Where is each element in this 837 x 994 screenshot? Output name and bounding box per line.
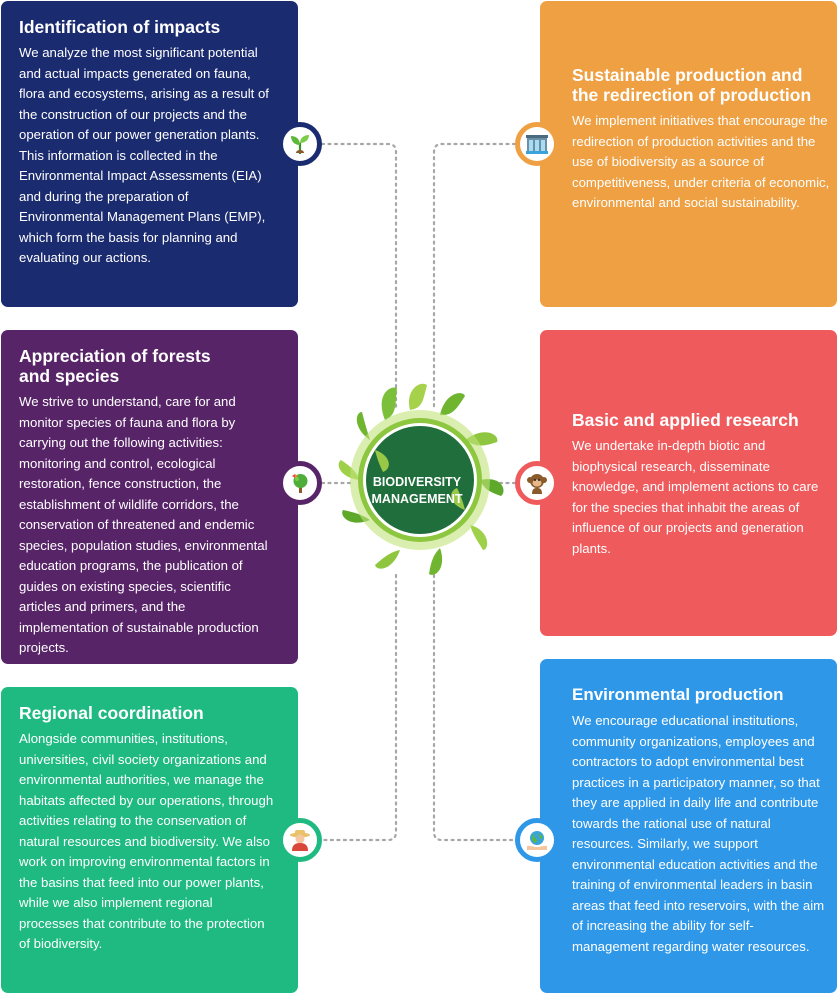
card-regional-coordination: Regional coordination Alongside communit… bbox=[1, 687, 298, 993]
center-label-line-1: BIODIVERSITY bbox=[372, 475, 462, 489]
card-basic-applied-research: Basic and applied research We undertake … bbox=[540, 330, 837, 636]
card-text: Alongside communities, institutions, uni… bbox=[19, 731, 274, 951]
card-text: We encourage educational institutions, c… bbox=[572, 713, 825, 954]
card-title: Basic and applied research bbox=[572, 410, 799, 430]
farmer-icon bbox=[278, 818, 322, 862]
card-text: We undertake in-depth biotic and biophys… bbox=[572, 438, 819, 556]
center-label-line-2: MANAGEMENT bbox=[371, 492, 463, 506]
card-identification-of-impacts: Identification of impacts We analyze the… bbox=[1, 1, 298, 307]
dam-icon bbox=[515, 122, 559, 166]
monkey-icon bbox=[515, 461, 559, 505]
center-label: BIODIVERSITY MANAGEMENT bbox=[362, 436, 472, 546]
card-title-line-2: the redirection of production bbox=[572, 85, 812, 105]
globe-hands-icon bbox=[515, 818, 559, 862]
sprout-icon bbox=[278, 122, 322, 166]
card-text: We strive to understand, care for and mo… bbox=[19, 394, 268, 655]
card-text: We implement initiatives that encourage … bbox=[572, 113, 830, 210]
card-text: We analyze the most significant potentia… bbox=[19, 45, 269, 265]
card-environmental-production: Environmental production We encourage ed… bbox=[540, 659, 837, 993]
biodiversity-hub-illustration bbox=[338, 383, 504, 575]
card-title-line-1: Sustainable production and bbox=[572, 65, 803, 85]
card-title: Identification of impacts bbox=[19, 17, 221, 37]
card-title-line-1: Appreciation of forests bbox=[19, 346, 211, 366]
card-title: Environmental production bbox=[572, 685, 784, 704]
tree-butterfly-icon bbox=[278, 461, 322, 505]
card-title: Regional coordination bbox=[19, 703, 204, 723]
card-title-line-2: and species bbox=[19, 366, 120, 386]
